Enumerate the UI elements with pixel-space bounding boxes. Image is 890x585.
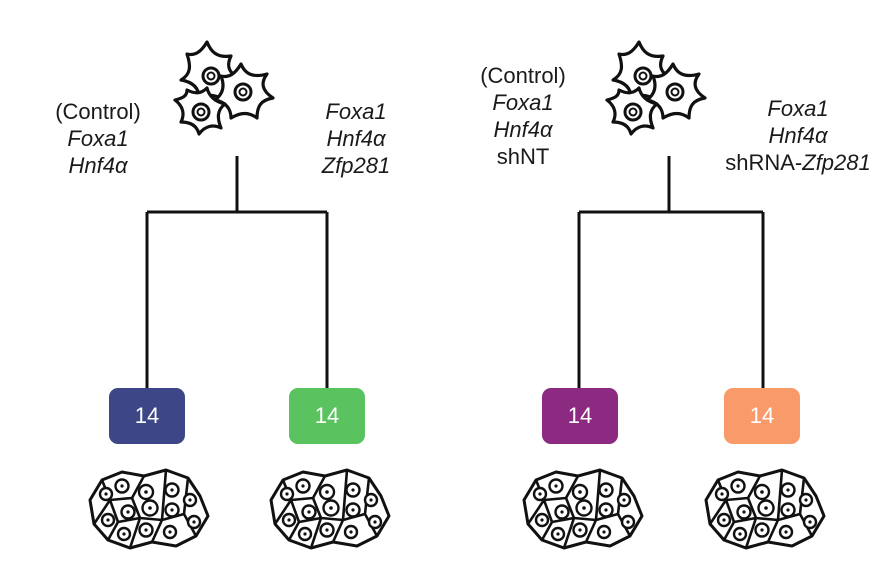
count-box: 14 — [109, 388, 185, 444]
label-line: Hnf4α — [296, 125, 416, 152]
label-text: shRNA- — [725, 150, 803, 175]
fibroblast-cluster-icon — [173, 40, 275, 136]
label-line: Foxa1 — [452, 89, 594, 116]
label-line: (Control) — [452, 62, 594, 89]
label-line: Zfp281 — [296, 152, 416, 179]
label-text: Hnf4α — [68, 153, 128, 178]
label-line: Hnf4α — [452, 116, 594, 143]
fibroblast-cluster-icon — [605, 40, 707, 136]
label-line: Hnf4α — [28, 152, 168, 179]
hepatocyte-cluster-icon — [522, 468, 644, 550]
label-text: Zfp281 — [802, 150, 871, 175]
hepatocyte-cluster-icon — [88, 468, 210, 550]
tree-connector-panel-1 — [145, 156, 329, 388]
label-line: Foxa1 — [28, 125, 168, 152]
label-text: shNT — [496, 144, 550, 169]
hepatocyte-cluster-icon — [704, 468, 826, 550]
label-text: Foxa1 — [767, 96, 829, 121]
count-box: 14 — [724, 388, 800, 444]
label-text: Hnf4α — [768, 123, 828, 148]
label-text: Foxa1 — [67, 126, 129, 151]
label-line: Foxa1 — [296, 98, 416, 125]
count-box: 14 — [289, 388, 365, 444]
label-line: (Control) — [28, 98, 168, 125]
label-text: Hnf4α — [326, 126, 386, 151]
hepatocyte-cluster-icon — [269, 468, 391, 550]
label-line: shNT — [452, 143, 594, 170]
label-line: Foxa1 — [706, 95, 890, 122]
label-text: Hnf4α — [493, 117, 553, 142]
label-text: Zfp281 — [321, 153, 391, 178]
label-text: Foxa1 — [492, 90, 554, 115]
label-line: shRNA-Zfp281 — [706, 149, 890, 176]
tree-connector-panel-2 — [577, 156, 765, 388]
label-text: Foxa1 — [325, 99, 387, 124]
label-text: (Control) — [55, 99, 141, 124]
label-text: (Control) — [480, 63, 566, 88]
label-line: Hnf4α — [706, 122, 890, 149]
count-box: 14 — [542, 388, 618, 444]
